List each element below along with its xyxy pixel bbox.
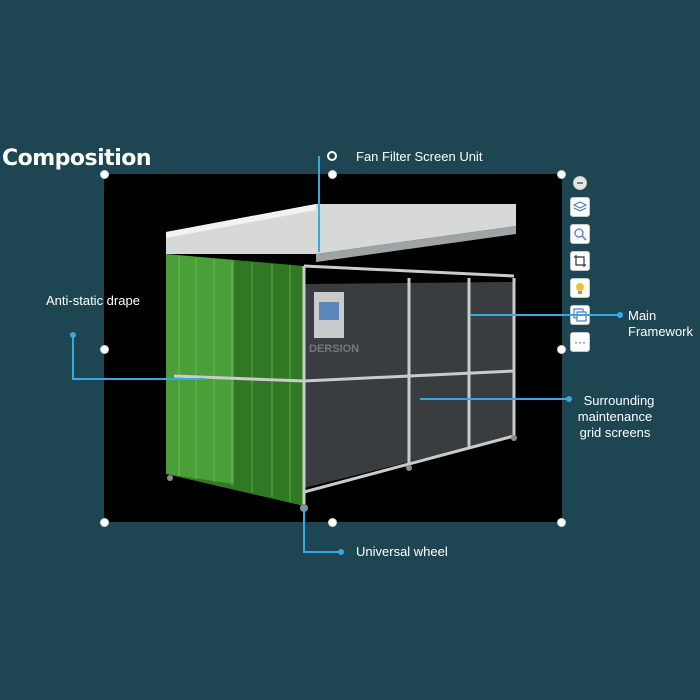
resize-handle-top-right[interactable] — [557, 170, 566, 179]
clean-booth-illustration: DERSION — [104, 174, 562, 522]
fan-filter-housing — [166, 204, 516, 254]
image-toolbar: ··· — [569, 176, 591, 352]
main-framework-callout-line — [470, 314, 622, 316]
resize-handle-bottom[interactable] — [328, 518, 337, 527]
resize-handle-left[interactable] — [100, 345, 109, 354]
surrounding-label-2: maintenance — [572, 409, 658, 425]
layers-icon[interactable] — [570, 197, 590, 217]
crop-icon[interactable] — [570, 251, 590, 271]
main-framework-label-2: Framework — [628, 324, 693, 340]
rotate-handle-icon[interactable] — [327, 151, 337, 161]
wheel-callout-line — [303, 508, 305, 552]
anti-static-callout-line — [72, 378, 206, 380]
more-icon[interactable]: ··· — [570, 332, 590, 352]
resize-handle-top-left[interactable] — [100, 170, 109, 179]
watermark: DERSION — [309, 343, 359, 355]
surrounding-callout-line — [420, 398, 572, 400]
bulb-icon[interactable] — [570, 278, 590, 298]
universal-wheel-label: Universal wheel — [356, 544, 448, 560]
product-image[interactable]: DERSION — [104, 174, 562, 522]
surrounding-label-3: grid screens — [572, 425, 658, 441]
main-framework-label-1: Main — [628, 308, 656, 324]
resize-handle-bottom-left[interactable] — [100, 518, 109, 527]
zoom-icon[interactable] — [570, 224, 590, 244]
anti-static-drape-label: Anti-static drape — [46, 293, 140, 309]
surrounding-label-1: Surrounding — [576, 393, 662, 409]
resize-handle-bottom-right[interactable] — [557, 518, 566, 527]
fan-filter-callout-line — [318, 156, 320, 252]
fan-filter-label: Fan Filter Screen Unit — [356, 149, 482, 165]
page-title: Composition — [2, 146, 151, 171]
resize-handle-top[interactable] — [328, 170, 337, 179]
resize-handle-right[interactable] — [557, 345, 566, 354]
collapse-icon[interactable] — [573, 176, 587, 190]
